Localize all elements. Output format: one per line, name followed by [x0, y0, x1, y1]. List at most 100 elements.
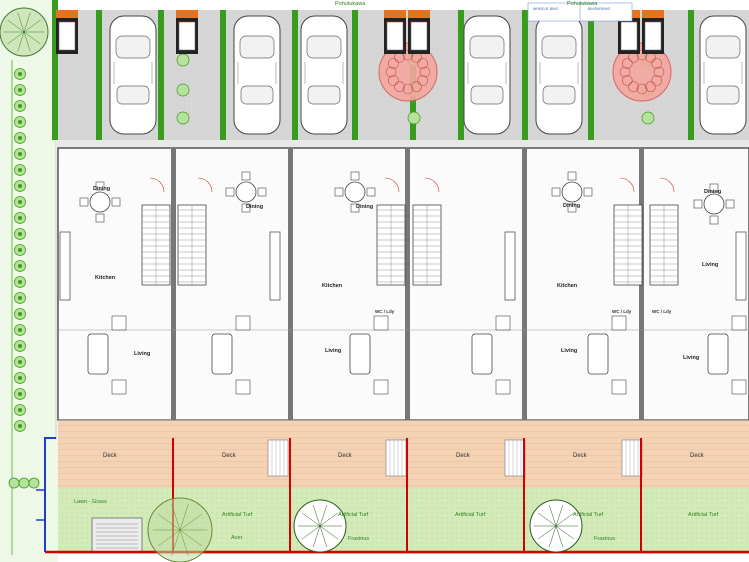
turf-label-2: Artificial Turf: [338, 512, 369, 518]
house-walls: [58, 148, 749, 438]
parking-bays: [52, 0, 694, 140]
party-wall: [405, 148, 410, 438]
fraxinus-label-1: Fraxinus: [348, 536, 370, 542]
car: [699, 15, 747, 135]
kitchen-bench: [269, 231, 281, 301]
dining-label-4: Dining: [563, 203, 581, 209]
staircase: [649, 204, 679, 286]
bay-separator: [158, 10, 164, 140]
dining-label-2: Dining: [246, 204, 264, 210]
turf-label-1: Artificial Turf: [222, 512, 253, 518]
hedge-shrub: [8, 477, 20, 489]
hedge-shrub: [28, 477, 40, 489]
staircase: [412, 204, 442, 286]
acer-tree: [147, 497, 213, 562]
turf-label-5: Artificial Turf: [688, 512, 719, 518]
sofa: [87, 315, 127, 395]
deck-label-1: Deck: [103, 453, 117, 459]
kitchen-bench: [735, 231, 747, 301]
bay-separator: [588, 10, 594, 140]
planter-shrub: [641, 111, 655, 125]
sofa: [707, 315, 747, 395]
staircase: [613, 204, 643, 286]
deck-label-2: Deck: [222, 453, 236, 459]
car: [463, 15, 511, 135]
door-swing: [424, 177, 440, 193]
wheelie-bin: [56, 10, 78, 54]
wheelie-bin: [176, 10, 198, 54]
deck-step: [385, 439, 407, 477]
turf-label-3: Artificial Turf: [455, 512, 486, 518]
living-label-4: Living: [702, 262, 719, 268]
deck-step: [621, 439, 643, 477]
garage-box: [91, 517, 143, 553]
living-label-5: Living: [683, 355, 700, 361]
turf-label-4: Artificial Turf: [573, 512, 604, 518]
dining-label-1: Dining: [93, 186, 111, 192]
kitchen-label-1: Kitchen: [95, 275, 116, 281]
deck-label-5: Deck: [573, 453, 587, 459]
party-wall: [288, 148, 293, 438]
dining-label-5: Dining: [704, 189, 722, 195]
bay-separator: [458, 10, 464, 140]
fraxinus-label-2: Fraxinus: [594, 536, 616, 542]
lawn-label: Lawn - Grass: [74, 499, 107, 505]
kitchen-bench: [504, 231, 516, 301]
sofa: [471, 315, 511, 395]
wc-label-1: WC / Ldy: [375, 309, 395, 314]
deck-label-4: Deck: [456, 453, 470, 459]
sofa: [349, 315, 389, 395]
living-label-3: Living: [561, 348, 578, 354]
legend-text-b: BIN/PARKING: [588, 7, 611, 11]
acer-label: Acer: [231, 535, 243, 541]
pohutukawa-label-2: Pohutukawa: [567, 1, 598, 7]
kitchen-label-2: Kitchen: [322, 283, 343, 289]
dining-table: [551, 171, 593, 213]
planter-shrub: [407, 111, 421, 125]
door-swing: [619, 177, 635, 193]
legend-text-a: WHEELIE BINS: [533, 7, 558, 11]
dining-table: [693, 183, 735, 225]
door-swing: [384, 177, 400, 193]
bay-separator: [522, 10, 528, 140]
deck-step: [267, 439, 289, 477]
stairs: [141, 204, 679, 286]
wc-label-2: WC / Ldy: [612, 309, 632, 314]
planter-shrub: [176, 53, 190, 67]
planter-shrub: [176, 83, 190, 97]
living-label-1: Living: [134, 351, 151, 357]
hedge-row: [8, 68, 40, 489]
kitchen-bench: [59, 231, 71, 301]
deck-label-3: Deck: [338, 453, 352, 459]
dining-table: [79, 181, 121, 223]
corner-tree: [0, 7, 49, 57]
deck-label-6: Deck: [690, 453, 704, 459]
trees: [0, 7, 583, 562]
staircase: [376, 204, 406, 286]
car: [535, 15, 583, 135]
planter-shrub: [176, 111, 190, 125]
car: [109, 15, 157, 135]
garage-slats: [96, 523, 138, 549]
deck-step: [504, 439, 526, 477]
deck-steps: [267, 439, 643, 477]
pohutukawa-label-1: Pohutukawa: [335, 1, 366, 7]
wheelie-bin: [384, 10, 406, 54]
fraxinus-tree: [293, 499, 347, 553]
sofa: [211, 315, 251, 395]
car: [233, 15, 281, 135]
door-swing: [197, 177, 213, 193]
wheelie-bin: [408, 10, 430, 54]
wheelie-bin: [642, 10, 664, 54]
party-wall: [639, 148, 644, 438]
dining-table: [334, 171, 376, 213]
bay-separator: [52, 0, 58, 140]
sofa: [587, 315, 627, 395]
bay-separator: [688, 10, 694, 140]
bay-separator: [292, 10, 298, 140]
door-swing: [149, 177, 165, 193]
bay-separator: [96, 10, 102, 140]
kitchen-label-3: Kitchen: [557, 283, 578, 289]
hedge-shrub: [18, 477, 30, 489]
